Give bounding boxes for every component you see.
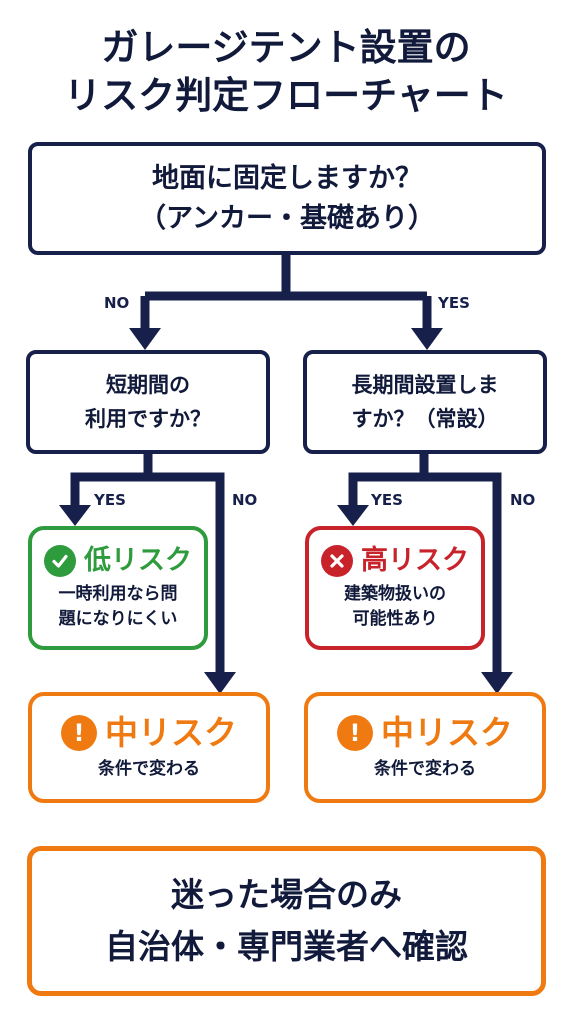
short-question-line-1: 短期間の [106, 373, 190, 397]
start-question-line-1: 地面に固定しますか？ [152, 162, 422, 194]
low-risk-desc-line-1: 一時利用なら問 [58, 584, 178, 604]
edge-label-start-yes: YES [438, 294, 470, 312]
final-advice-line-2: 自治体・専門業者へ確認 [105, 927, 468, 966]
exclamation-icon: ! [337, 715, 373, 751]
arrowhead-short-question [129, 328, 161, 350]
mid-risk-right-box: ! 中リスク 条件で変わる [304, 692, 546, 803]
exclamation-icon: ! [61, 715, 97, 751]
title-line-1: ガレージテント設置の [101, 26, 471, 69]
high-risk-box: 高リスク 建築物扱いの 可能性あり [305, 526, 485, 650]
edge-label-long-yes: YES [371, 491, 403, 509]
edge-label-short-yes: YES [94, 491, 126, 509]
long-question-line-2: すか？（常設） [351, 407, 499, 431]
final-advice-box: 迷った場合のみ 自治体・専門業者へ確認 [27, 846, 546, 996]
connector-short-split [70, 454, 225, 676]
low-risk-box: 低リスク 一時利用なら問 題になりにくい [28, 526, 208, 650]
arrowhead-high-risk [337, 505, 369, 526]
arrowhead-long-question [411, 328, 443, 350]
low-risk-desc-line-2: 題になりにくい [58, 609, 178, 629]
mid-risk-left-desc: 条件で変わる [98, 759, 200, 779]
connector-start-split [140, 252, 432, 330]
high-risk-desc-line-2: 可能性あり [352, 609, 438, 629]
start-question-box: 地面に固定しますか？ （アンカー・基礎あり） [28, 142, 546, 255]
low-risk-label: 低リスク [84, 545, 192, 576]
long-period-question-box: 長期間設置しま すか？（常設） [303, 350, 547, 454]
arrowhead-low-risk [59, 505, 91, 526]
mid-risk-right-label: 中リスク [381, 713, 513, 752]
mid-risk-right-desc: 条件で変わる [374, 759, 476, 779]
long-question-line-1: 長期間設置しま [351, 373, 499, 397]
connector-long-split [348, 454, 502, 676]
check-icon [44, 545, 76, 577]
mid-risk-left-label: 中リスク [105, 713, 237, 752]
edge-label-long-no: NO [510, 491, 536, 509]
arrowhead-mid-right [481, 672, 513, 694]
short-period-question-box: 短期間の 利用ですか？ [26, 350, 270, 454]
edge-label-short-no: NO [232, 491, 258, 509]
edge-label-start-no: NO [104, 294, 130, 312]
start-question-line-2: （アンカー・基礎あり） [139, 202, 435, 234]
final-advice-line-1: 迷った場合のみ [171, 875, 402, 914]
page-title: ガレージテント設置の リスク判定フローチャート [0, 24, 572, 120]
title-line-2: リスク判定フローチャート [64, 74, 508, 117]
arrowhead-mid-left [204, 672, 236, 694]
cross-icon [321, 545, 353, 577]
high-risk-desc-line-1: 建築物扱いの [344, 584, 446, 604]
short-question-line-2: 利用ですか？ [85, 407, 211, 431]
mid-risk-left-box: ! 中リスク 条件で変わる [28, 692, 270, 803]
high-risk-label: 高リスク [361, 545, 469, 576]
